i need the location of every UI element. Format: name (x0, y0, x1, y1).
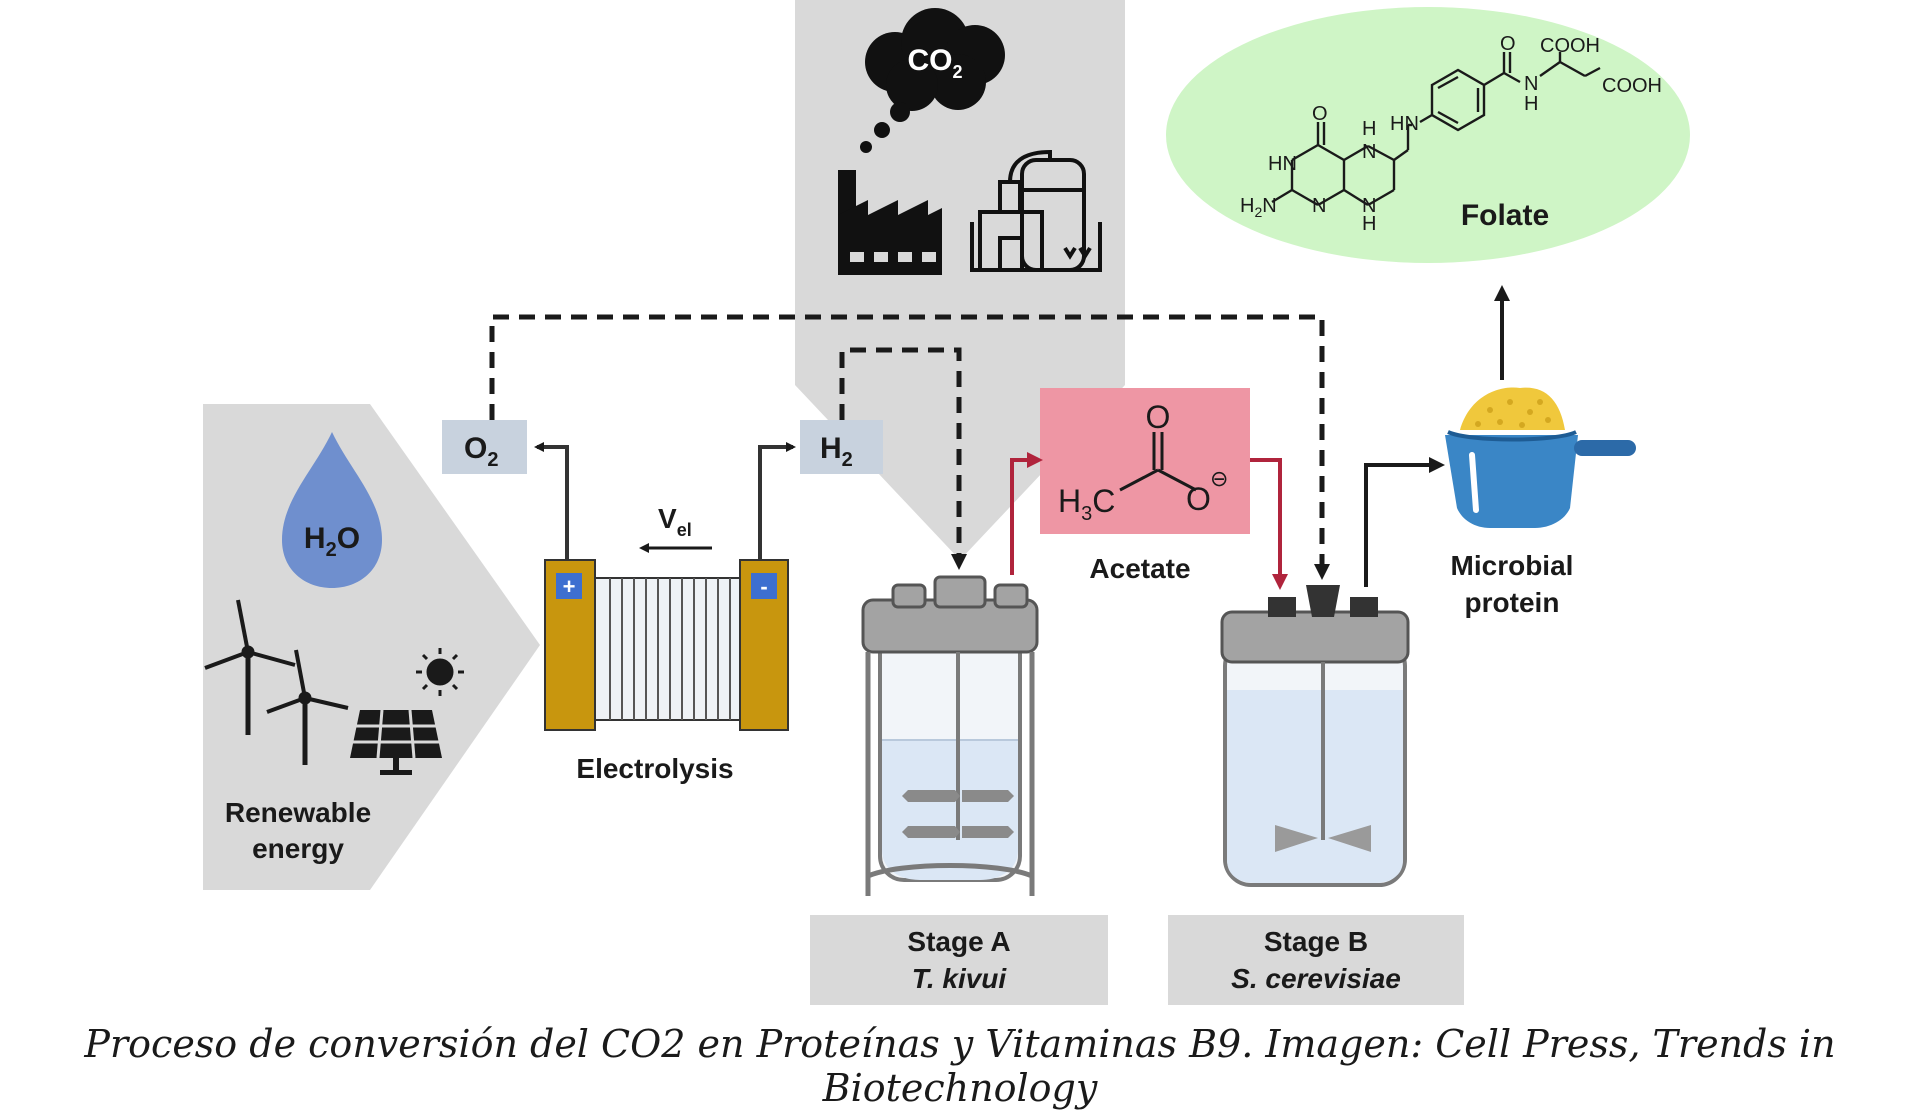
stage-a-label-box (810, 915, 1108, 1005)
folate-cooh-1: COOH (1540, 35, 1600, 57)
o2-label: O (464, 432, 487, 465)
h2o-o: O (337, 522, 360, 555)
folate-h2n-n: N (1262, 195, 1276, 217)
folate-n-mid: N (1312, 195, 1326, 217)
stage-b-title: Stage B (1264, 926, 1368, 957)
folate-n-bottom: N (1362, 195, 1376, 217)
anode-sign-box (556, 573, 582, 599)
microbial-label-line1: Microbial (1451, 550, 1574, 581)
o2-subscript: 2 (487, 449, 498, 471)
acetate-out-arrow (1250, 458, 1288, 590)
folate-h2n-h: H (1240, 195, 1254, 217)
electrolysis-label: Electrolysis (576, 753, 733, 784)
cathode-sign-box (751, 573, 777, 599)
acetate-o-right: O (1186, 481, 1211, 517)
co2-label: CO (907, 44, 952, 77)
h2o-subscript: 2 (326, 539, 337, 561)
vel-subscript: el (677, 520, 692, 540)
solar-panel-icon (350, 709, 442, 775)
co2-to-protein-diagram: O2 H2 + - Vel Electrolysis H2O (203, 0, 1690, 1005)
stage-b-label-box (1168, 915, 1464, 1005)
h2-box (800, 420, 883, 474)
acetate-c: C (1092, 483, 1115, 519)
svg-text:H2: H2 (820, 432, 853, 471)
folate-h-top: H (1362, 118, 1376, 140)
renewable-label-line2: energy (252, 833, 344, 864)
folate-hn-ring: HN (1268, 153, 1297, 175)
svg-text:O2: O2 (464, 432, 498, 471)
folate-o-ring: O (1312, 103, 1328, 125)
co2-subscript: 2 (952, 62, 962, 82)
folate-structure (1271, 52, 1601, 207)
h2-label: H (820, 432, 842, 465)
folate-h-bottom: H (1362, 213, 1376, 235)
stage-b-organism: S. cerevisiae (1231, 963, 1401, 994)
folate-o-carbonyl: O (1500, 33, 1516, 55)
folate-h2n-subscript: 2 (1254, 204, 1262, 220)
stage-a-reactor (861, 575, 1039, 896)
acetate-box (1040, 388, 1250, 534)
svg-text:H2O: H2O (304, 522, 360, 561)
acetate-h-subscript: 3 (1081, 503, 1092, 525)
acetate-charge: ⊖ (1210, 466, 1228, 491)
cloud-icon (860, 8, 1005, 153)
cathode-sign: - (760, 574, 767, 599)
acetate-structure (1119, 432, 1197, 492)
vel-label: V (658, 503, 677, 534)
cathode-wire (758, 442, 796, 560)
scoop-icon (1445, 387, 1636, 528)
acetate-in-arrow (1010, 452, 1043, 575)
stage-b-reactor (1220, 585, 1410, 887)
folate-n-amide: N (1524, 73, 1538, 95)
factory-icon (838, 170, 942, 275)
h2o-h: H (304, 522, 326, 555)
acetate-h: H (1058, 483, 1081, 519)
folate-h-amide: H (1524, 93, 1538, 115)
stage-a-title: Stage A (907, 926, 1010, 957)
electrolyzer (544, 559, 789, 731)
wind-turbine-icon (204, 599, 349, 765)
anode-sign: + (563, 574, 576, 599)
folate-ellipse (1166, 7, 1690, 263)
h2-feed-dashed-line (839, 347, 967, 570)
figure-caption: Proceso de conversión del CO2 en Proteín… (84, 1022, 1836, 1110)
stage-a-organism: T. kivui (912, 963, 1008, 994)
folate-cooh-2: COOH (1602, 75, 1662, 97)
svg-text:H3C: H3C (1058, 483, 1115, 525)
svg-text:CO2: CO2 (907, 44, 962, 82)
svg-text:Vel: Vel (658, 503, 692, 540)
sun-icon (416, 648, 464, 696)
water-drop-icon (282, 432, 382, 588)
h2-subscript: 2 (842, 449, 853, 471)
protein-output-arrow (1364, 457, 1445, 587)
acetate-label: Acetate (1089, 553, 1190, 584)
microbial-label-line2: protein (1465, 587, 1560, 618)
industrial-plant-icon (970, 149, 1102, 272)
renewable-label-line1: Renewable (225, 797, 371, 828)
acetate-o-top: O (1146, 399, 1171, 435)
o2-box (442, 420, 527, 474)
folate-hn-link: HN (1390, 113, 1419, 135)
svg-text:H2N: H2N (1240, 195, 1277, 220)
folate-label: Folate (1461, 199, 1549, 232)
anode-wire (534, 442, 569, 560)
folate-n-top: N (1362, 141, 1376, 163)
